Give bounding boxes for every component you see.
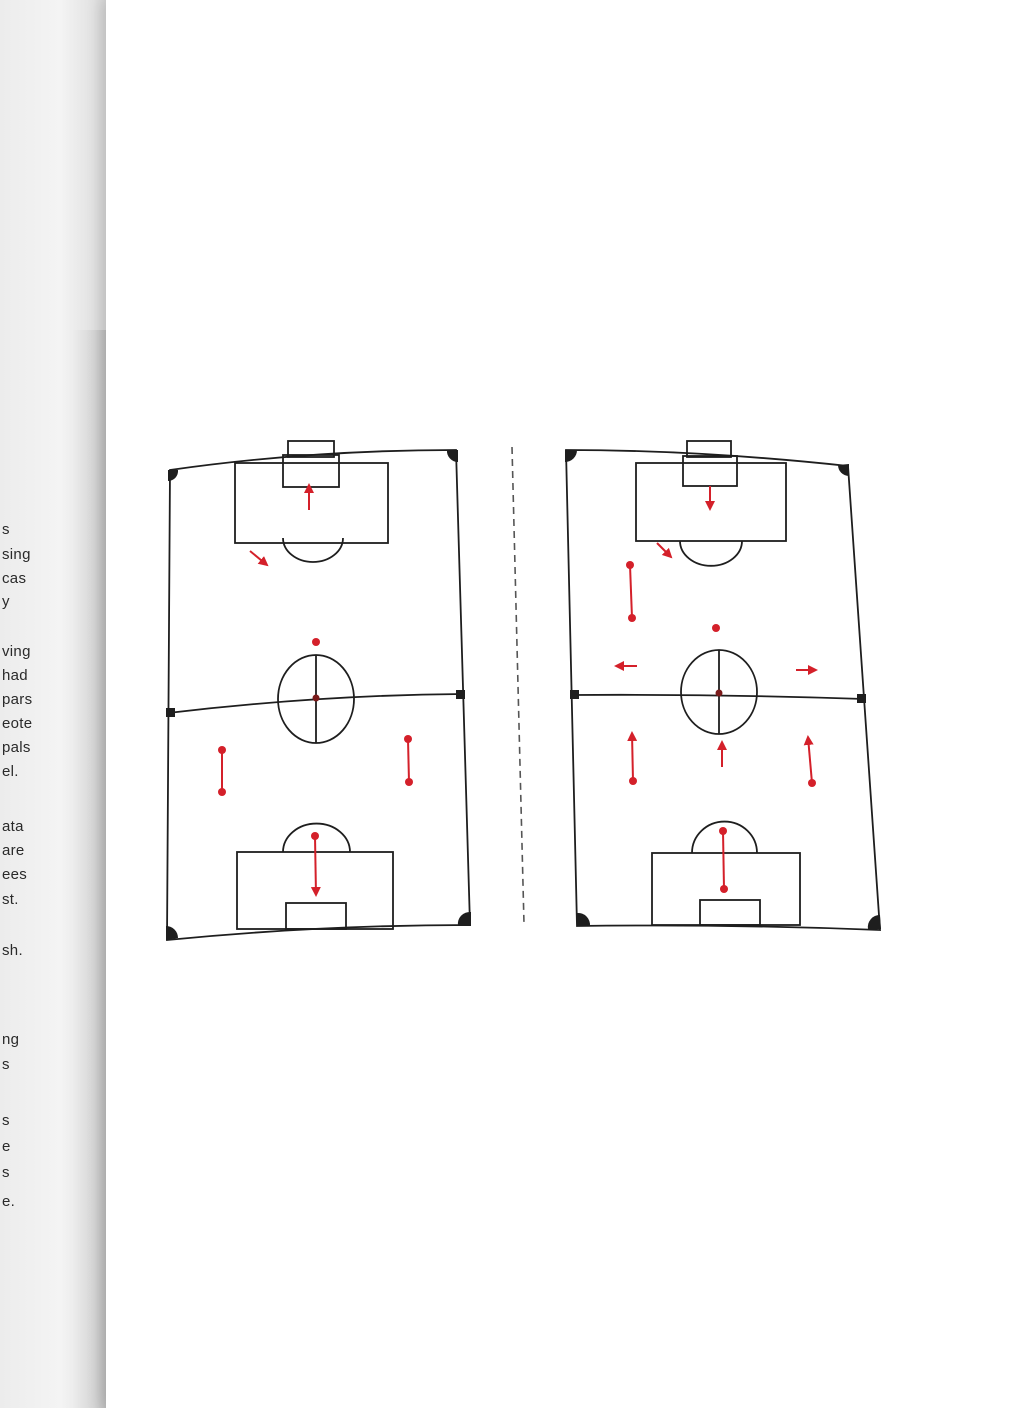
top-penalty-arc xyxy=(679,540,743,567)
text-fragment: pars xyxy=(2,691,33,708)
corner-marker xyxy=(166,926,178,940)
player-marker xyxy=(712,624,720,632)
left-page xyxy=(0,0,110,1408)
page-gutter-shadow xyxy=(72,330,112,1408)
left-page-text: s sing cas y ving had pars eote pals el.… xyxy=(0,0,80,1408)
text-fragment: s xyxy=(2,1164,10,1181)
text-fragment: are xyxy=(2,842,25,859)
text-fragment: y xyxy=(2,593,10,610)
movement-arrow xyxy=(310,835,321,897)
player-marker xyxy=(312,638,320,646)
top-goal xyxy=(686,440,732,458)
bottom-six-yard-box xyxy=(285,902,347,930)
text-fragment: eote xyxy=(2,715,33,732)
top-penalty-box xyxy=(635,462,787,542)
movement-arrow xyxy=(249,550,269,567)
text-fragment: cas xyxy=(2,570,27,587)
bottom-six-yard-box xyxy=(699,899,761,926)
top-six-yard-box xyxy=(682,455,738,487)
text-fragment: e xyxy=(2,1138,11,1155)
top-penalty-arc xyxy=(282,537,344,563)
text-fragment: s xyxy=(2,521,10,538)
player-run-line xyxy=(407,738,410,783)
left-pitch xyxy=(166,440,471,941)
text-fragment: ees xyxy=(2,866,28,883)
top-goal xyxy=(287,440,335,458)
text-fragment: sh. xyxy=(2,942,23,959)
text-fragment: pals xyxy=(2,739,31,756)
text-fragment: st. xyxy=(2,891,19,908)
corner-marker xyxy=(838,464,849,476)
right-pitch xyxy=(565,440,881,931)
bottom-penalty-arc xyxy=(691,820,758,854)
center-spot xyxy=(715,689,723,697)
halfway-flag xyxy=(456,690,465,699)
player-run-line xyxy=(722,830,725,890)
corner-marker xyxy=(565,450,577,462)
text-fragment: ata xyxy=(2,818,24,835)
text-fragment: ng xyxy=(2,1031,20,1048)
corner-marker xyxy=(457,911,471,926)
text-fragment: e. xyxy=(2,1193,16,1210)
corner-marker xyxy=(867,914,881,929)
corner-marker xyxy=(577,912,591,926)
halfway-flag xyxy=(166,708,175,717)
text-fragment: el. xyxy=(2,763,19,780)
top-six-yard-box xyxy=(282,454,340,488)
text-fragment: had xyxy=(2,667,28,684)
movement-arrow xyxy=(803,735,814,784)
top-penalty-box xyxy=(234,462,389,544)
halfway-flag xyxy=(570,690,579,699)
corner-marker xyxy=(446,450,458,463)
player-run-line xyxy=(629,564,633,619)
text-fragment: s xyxy=(2,1112,10,1129)
bottom-penalty-arc xyxy=(282,822,351,853)
text-fragment: sing xyxy=(2,546,31,563)
corner-marker xyxy=(168,470,179,482)
center-spot xyxy=(312,694,320,702)
movement-arrow xyxy=(627,731,638,782)
movement-arrow xyxy=(656,542,673,559)
text-fragment: s xyxy=(2,1056,10,1073)
diagram-divider xyxy=(511,446,525,925)
halfway-flag xyxy=(857,694,866,703)
text-fragment: ving xyxy=(2,643,31,660)
